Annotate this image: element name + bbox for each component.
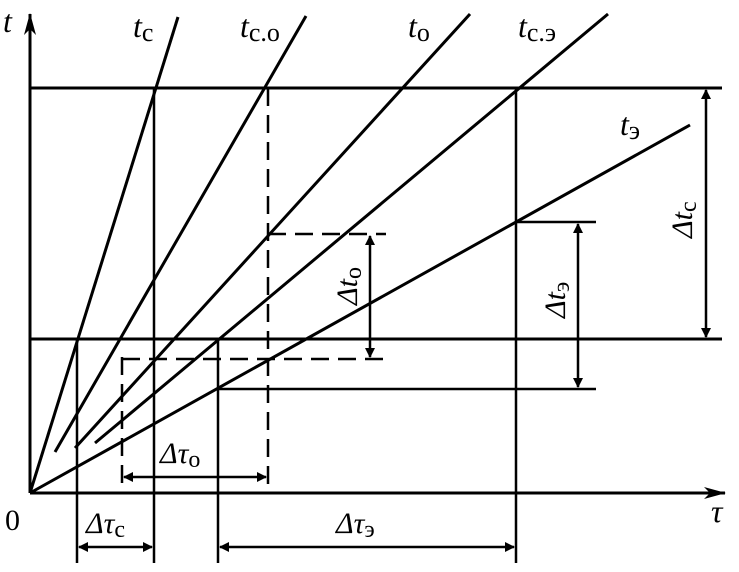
y-axis-label: t (3, 3, 13, 39)
origin-label: 0 (5, 504, 20, 537)
label-tc: tс (133, 8, 153, 47)
label-dtau-c: Δτс (85, 507, 125, 543)
label-dt-e: Δtэ (539, 282, 575, 319)
label-dt-o: Δtо (331, 267, 367, 306)
line-tce (94, 12, 609, 445)
label-tco: tс.о (240, 8, 280, 47)
x-axis-label: τ (711, 493, 724, 529)
label-dtau-o: Δτо (159, 437, 200, 473)
label-tce: tс.э (518, 8, 556, 47)
label-dt-c: Δtс (666, 201, 702, 239)
label-to: tо (408, 8, 430, 47)
line-te (29, 123, 691, 495)
line-tco (53, 15, 308, 453)
label-te: tэ (620, 106, 640, 145)
label-dtau-e: Δτэ (335, 507, 375, 543)
line-to (73, 12, 472, 450)
